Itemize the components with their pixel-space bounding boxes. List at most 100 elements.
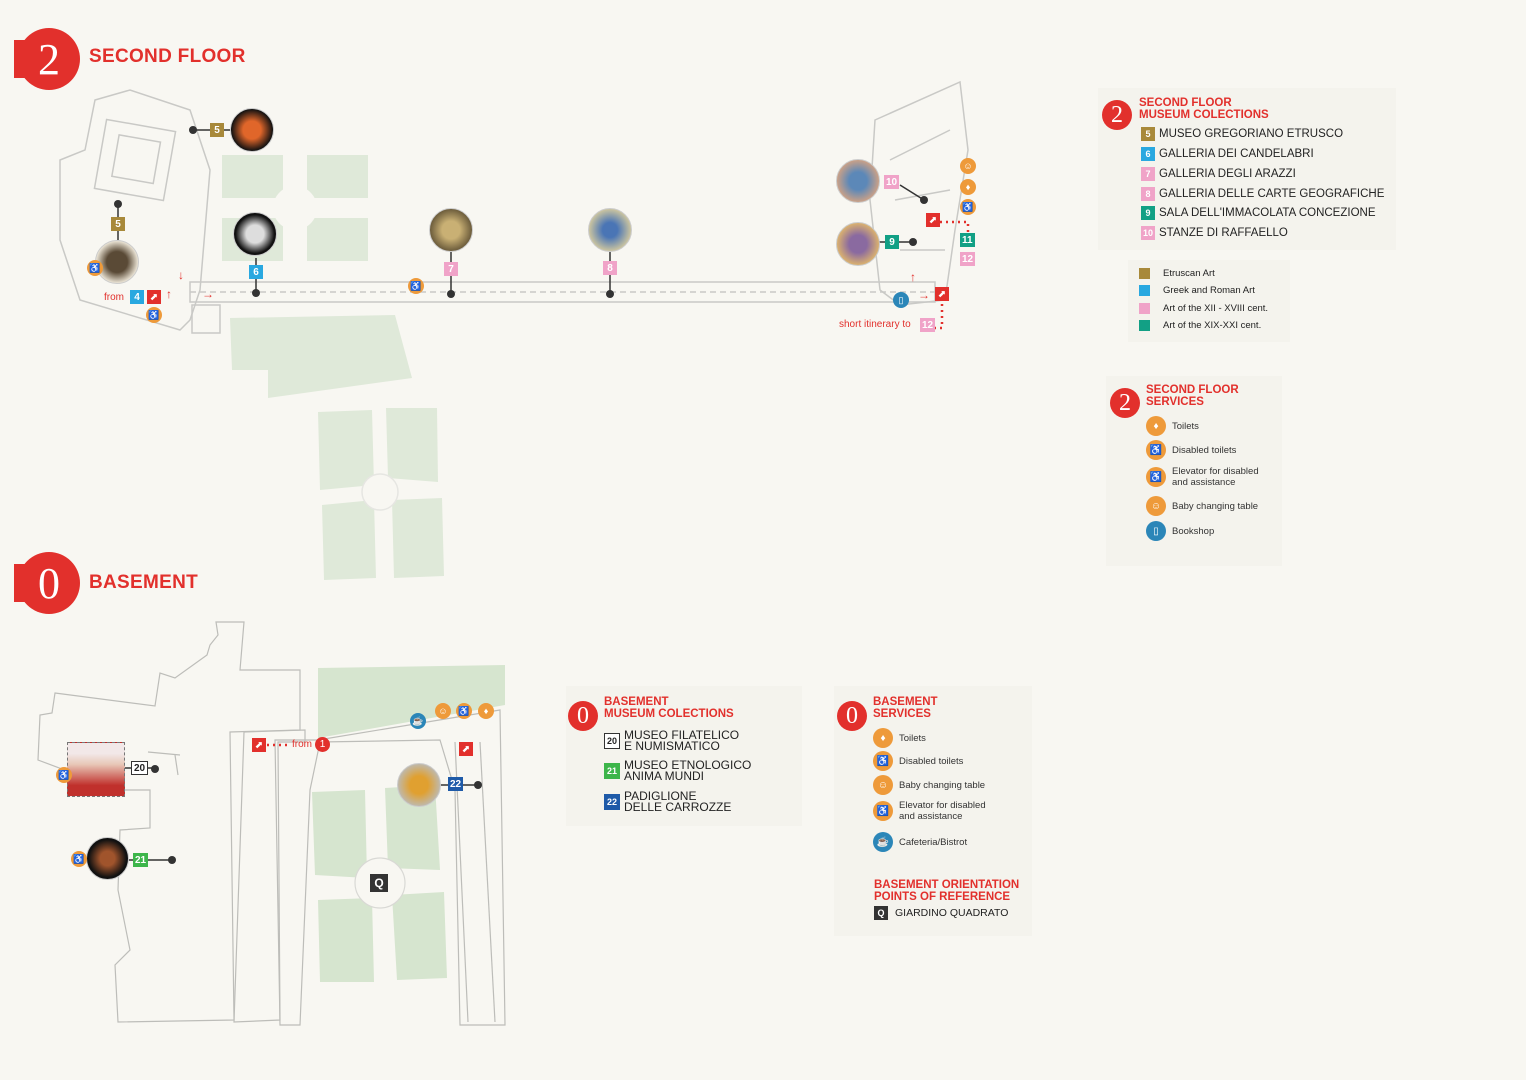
- toilets-icon[interactable]: ♦: [478, 703, 494, 719]
- map-gallery-photo[interactable]: [588, 208, 632, 252]
- marker-12[interactable]: 12: [960, 252, 976, 266]
- carriage-photo[interactable]: [397, 763, 441, 807]
- service-item: ♦Toilets: [1146, 416, 1199, 436]
- cafeteria-icon: ☕: [873, 832, 893, 852]
- from-floor-1-badge[interactable]: 1: [315, 737, 330, 752]
- anima-mundi-mask-photo[interactable]: [86, 837, 129, 880]
- toilets-icon[interactable]: ♦: [960, 179, 976, 195]
- stairs-icon[interactable]: ⬈: [252, 738, 266, 752]
- legend-floor-badge: 0: [568, 701, 598, 731]
- service-item: ♦Toilets: [873, 728, 926, 748]
- marker-9[interactable]: 9: [885, 235, 899, 249]
- marker-5[interactable]: 5: [210, 123, 224, 137]
- disabled-toilets-icon: ♿: [1146, 440, 1166, 460]
- second-floor-plan: [59, 80, 969, 580]
- category-item: Greek and Roman Art: [1139, 285, 1255, 296]
- from-label: from: [104, 292, 124, 303]
- elevator-icon[interactable]: ♿: [56, 767, 72, 783]
- etruscan-statue-photo[interactable]: [95, 240, 139, 284]
- disabled-toilets-icon[interactable]: ♿: [960, 199, 976, 215]
- category-item: Art of the XIX-XXI cent.: [1139, 320, 1261, 331]
- from-label: from: [292, 739, 312, 750]
- cafeteria-icon[interactable]: ☕: [410, 713, 426, 729]
- stairs-icon[interactable]: ⬈: [147, 290, 161, 304]
- category-item: Art of the XII - XVIII cent.: [1139, 303, 1268, 314]
- baby-changing-icon[interactable]: ☺: [960, 158, 976, 174]
- marker-dot: [474, 781, 482, 789]
- elevator-icon[interactable]: ♿: [408, 278, 424, 294]
- bookshop-icon[interactable]: ▯: [893, 292, 909, 308]
- second-floor-badge: 2: [14, 28, 80, 90]
- elevator-icon[interactable]: ♿: [146, 307, 162, 323]
- marker-4[interactable]: 4: [130, 290, 144, 304]
- itinerary-dots: [267, 220, 970, 747]
- marker-10[interactable]: 10: [884, 175, 900, 189]
- service-item: ▯Bookshop: [1146, 521, 1214, 541]
- basement-title: BASEMENT: [89, 572, 199, 593]
- stairs-icon[interactable]: ⬈: [926, 213, 940, 227]
- service-item: ♿Disabled toilets: [873, 751, 963, 771]
- raffaello-photo[interactable]: [836, 159, 880, 203]
- baby-changing-icon[interactable]: ☺: [435, 703, 451, 719]
- basement-plan: [37, 621, 506, 1026]
- marker-dot: [606, 290, 614, 298]
- marker-12[interactable]: 12: [920, 318, 936, 332]
- marker-20[interactable]: 20: [131, 761, 149, 775]
- arazzi-tapestry-photo[interactable]: [429, 208, 473, 252]
- legend-floor-badge: 0: [837, 701, 867, 731]
- marker-8[interactable]: 8: [603, 261, 617, 275]
- category-item: Etruscan Art: [1139, 268, 1215, 279]
- marker-5[interactable]: 5: [111, 217, 125, 231]
- arrow-right-icon: →: [202, 287, 214, 301]
- marker-dot: [909, 238, 917, 246]
- toilets-icon: ♦: [1146, 416, 1166, 436]
- immacolata-photo[interactable]: [836, 222, 880, 266]
- elevator-icon[interactable]: ♿: [87, 260, 103, 276]
- service-item: ☺Baby changing table: [1146, 496, 1258, 516]
- marker-dot: [168, 856, 176, 864]
- disabled-toilets-icon[interactable]: ♿: [456, 703, 472, 719]
- baby-changing-icon: ☺: [873, 775, 893, 795]
- elevator-icon[interactable]: ♿: [71, 851, 87, 867]
- marker-7[interactable]: 7: [444, 262, 458, 276]
- legend-floor-badge: 2: [1110, 388, 1140, 418]
- marker-22[interactable]: 22: [448, 777, 464, 791]
- marker-11[interactable]: 11: [960, 233, 975, 247]
- marker-dot: [920, 196, 928, 204]
- stairs-icon[interactable]: ⬈: [935, 287, 949, 301]
- giardino-quadrato-marker[interactable]: Q: [370, 874, 388, 892]
- arrow-down-icon: ↓: [178, 268, 184, 282]
- stamp-photo[interactable]: [67, 742, 125, 797]
- etruscan-vase-photo[interactable]: [230, 108, 274, 152]
- marker-21[interactable]: 21: [133, 853, 149, 867]
- stairs-icon[interactable]: ⬈: [459, 742, 473, 756]
- disabled-toilets-icon: ♿: [873, 751, 893, 771]
- marker-dot: [252, 289, 260, 297]
- candelabri-statue-photo[interactable]: [233, 212, 277, 256]
- basement-badge: 0: [14, 552, 80, 614]
- marker-6[interactable]: 6: [249, 265, 263, 279]
- service-item: ☕Cafeteria/Bistrot: [873, 832, 967, 852]
- marker-dot: [114, 200, 122, 208]
